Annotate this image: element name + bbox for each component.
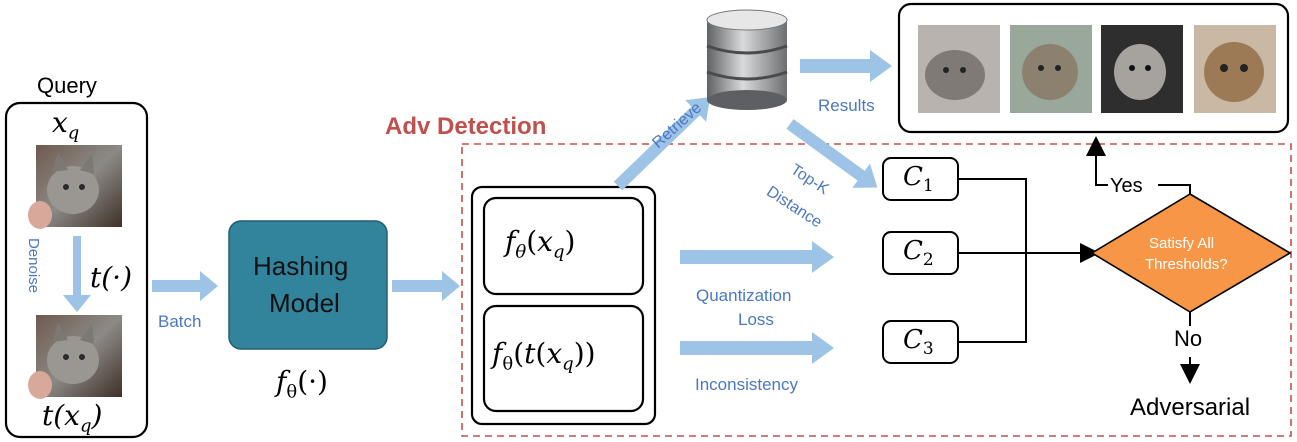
adversarial-label: Adversarial [1130, 394, 1251, 421]
query-output-label: t(xq) [42, 399, 103, 437]
result-image-2 [1010, 25, 1092, 113]
inconsistency-arrow [680, 332, 834, 364]
inconsistency-label: Inconsistency [695, 375, 798, 394]
model-name-line1: Hashing [253, 251, 349, 281]
criterion-1-label: C1 [903, 162, 934, 197]
denoised-image [28, 315, 122, 399]
quantization-label-line1: Quantization [696, 286, 792, 305]
retrieve-arrow [613, 97, 711, 191]
decision-diamond [1090, 193, 1292, 313]
model-name-line2: Model [269, 288, 340, 318]
feature-box-1-label: fθ(xq) [505, 225, 576, 263]
model-output-arrow [392, 271, 460, 301]
database-icon [706, 9, 788, 110]
adv-detection-title: Adv Detection [385, 113, 547, 140]
criterion-2-label: C2 [903, 236, 934, 271]
query-title: Query [37, 73, 97, 98]
transform-label: t(·) [90, 261, 132, 294]
hashing-model-box [228, 220, 388, 350]
quantization-label-line2: Loss [738, 310, 774, 329]
result-image-1 [918, 25, 1000, 113]
query-box [4, 101, 149, 439]
topk-arrow [786, 119, 878, 188]
feature-box-2 [482, 304, 645, 413]
criteria-connectors [958, 178, 1100, 343]
batch-arrow [152, 271, 218, 301]
yes-label: Yes [1110, 175, 1143, 197]
feature-box-1 [482, 196, 645, 296]
decision-text-line2: Thresholds? [1145, 256, 1228, 273]
result-image-3 [1101, 25, 1183, 113]
query-input-label: xq [52, 106, 80, 144]
adv-detection-region [461, 143, 1292, 437]
query-image [28, 145, 122, 229]
decision-text-line1: Satisfy All [1149, 235, 1215, 252]
results-arrow [800, 50, 892, 82]
yes-path [1086, 136, 1191, 194]
no-label: No [1174, 326, 1203, 351]
result-image-4 [1194, 25, 1276, 113]
quantization-arrow [680, 241, 834, 273]
feature-box-2-label: fθ(t(xq)) [492, 337, 596, 375]
batch-label: Batch [158, 312, 202, 331]
results-label: Results [818, 96, 875, 115]
criterion-3-label: C3 [903, 325, 934, 360]
denoise-arrow [63, 236, 91, 312]
model-function-label: fθ(·) [276, 365, 328, 403]
denoise-label: Denoise [25, 238, 42, 294]
